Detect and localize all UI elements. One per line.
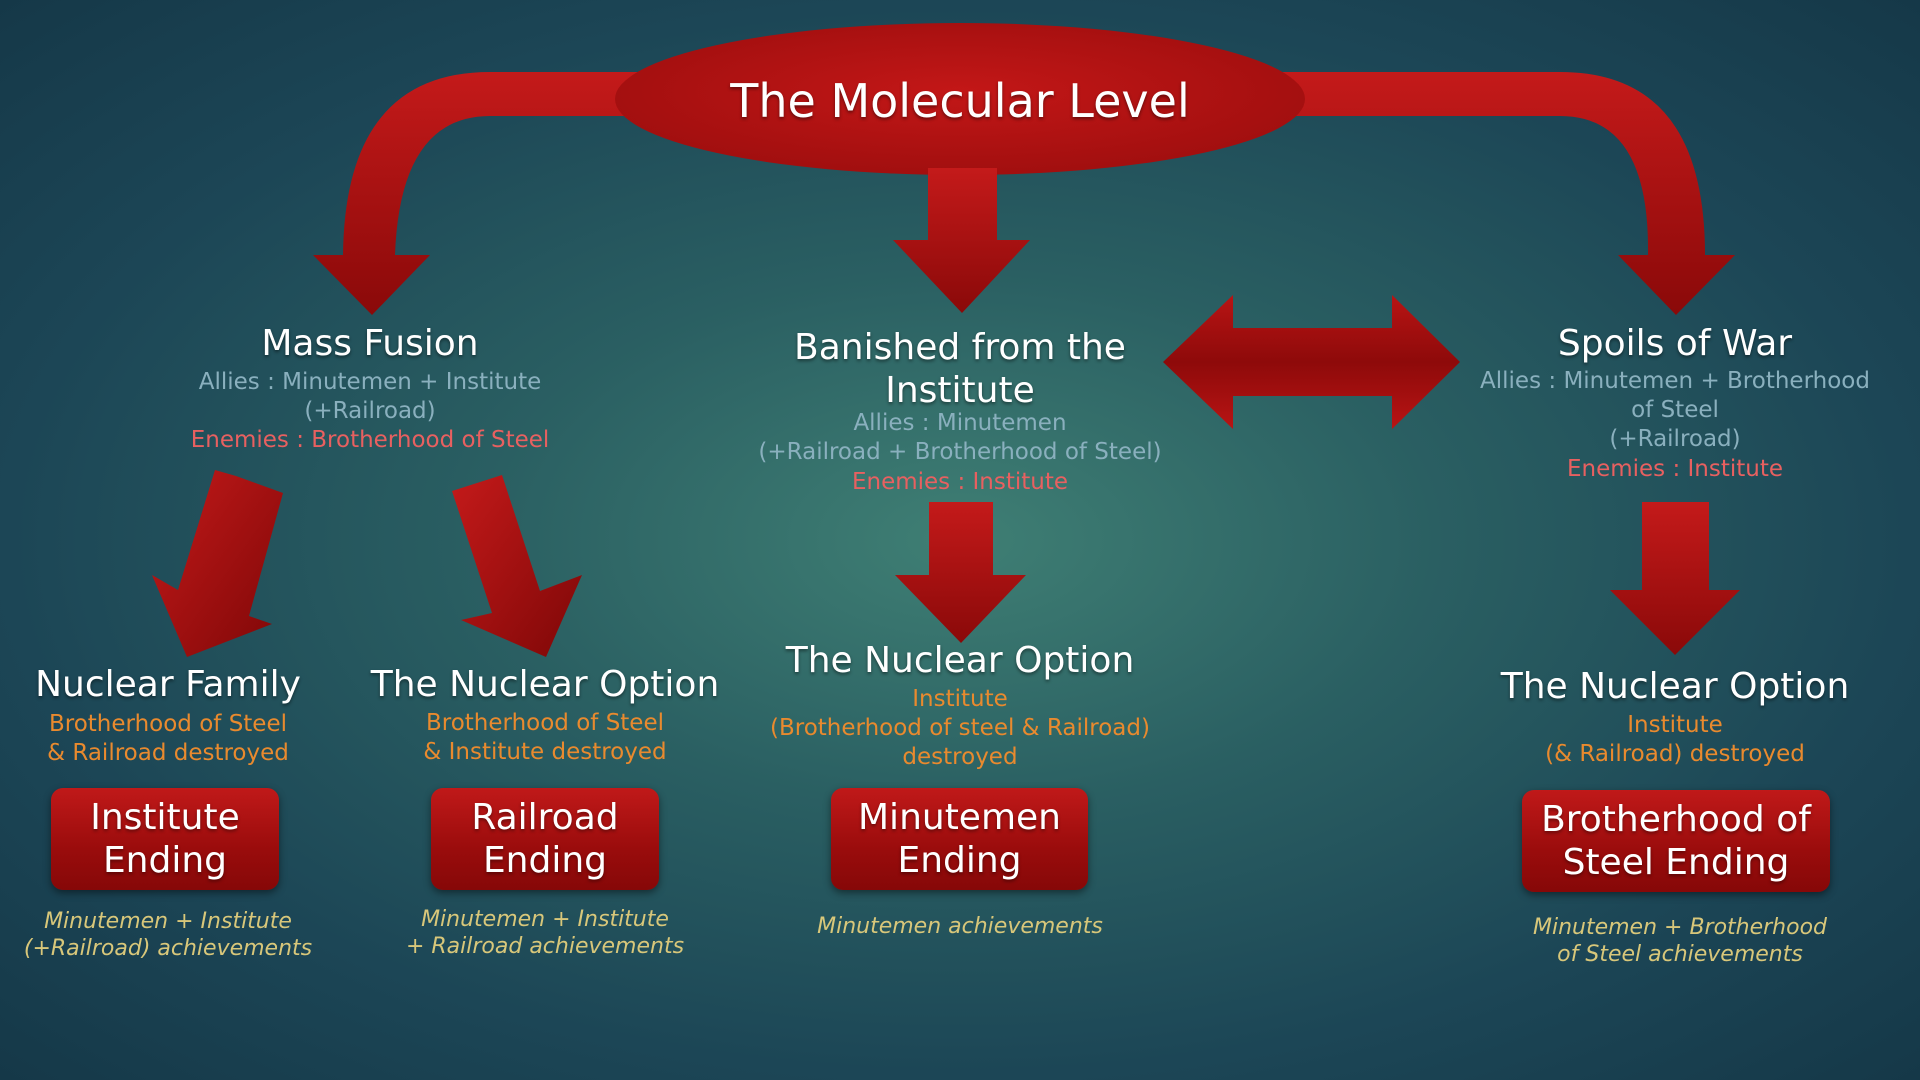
railroad-achievements: Minutemen + Institute + Railroad achieve… [395, 906, 695, 960]
arrow-diag-to-institute [152, 470, 283, 657]
banished-title: Banished from the Institute [760, 326, 1160, 412]
banished-title-line2: Institute [885, 370, 1035, 411]
arrow-down-minutemen [895, 502, 1026, 643]
spoils-allies-line3: (+Railroad) [1609, 426, 1741, 452]
institute-achievements: Minutemen + Institute (+Railroad) achiev… [18, 908, 318, 962]
minutemen-destroyed: Institute (Brotherhood of steel & Railro… [735, 685, 1185, 772]
main-title: The Molecular Level [730, 74, 1190, 128]
institute-ending-label: Institute Ending [90, 797, 240, 881]
railroad-destroyed-line2: & Institute destroyed [423, 739, 667, 765]
brotherhood-destroyed: Institute (& Railroad) destroyed [1495, 711, 1855, 769]
arrow-down-center [893, 168, 1030, 313]
brotherhood-achievements: Minutemen + Brotherhood of Steel achieve… [1495, 914, 1865, 968]
institute-achv-line1: Minutemen + Institute [44, 909, 292, 934]
railroad-destroyed: Brotherhood of Steel & Institute destroy… [395, 709, 695, 767]
minutemen-achv-line1: Minutemen achievements [817, 914, 1103, 939]
brotherhood-achv-line2: of Steel achievements [1557, 942, 1803, 967]
mass-fusion-allies-line2: (+Railroad) [304, 398, 436, 424]
minutemen-achievements: Minutemen achievements [780, 913, 1140, 940]
mass-fusion-enemies: Enemies : Brotherhood of Steel [190, 427, 550, 453]
brotherhood-destroyed-line2: (& Railroad) destroyed [1545, 741, 1805, 767]
minutemen-destroyed-line1: Institute [912, 686, 1008, 712]
curved-arrow-left [313, 72, 660, 315]
railroad-ending-label: Railroad Ending [471, 797, 619, 881]
railroad-ending-box: Railroad Ending [431, 788, 659, 890]
spoils-allies-line1: Allies : Minutemen + Brotherhood [1480, 368, 1870, 394]
spoils-enemies: Enemies : Institute [1566, 456, 1784, 482]
title-ellipse [615, 23, 1305, 175]
double-arrow [1163, 295, 1460, 429]
spoils-allies: Allies : Minutemen + Brotherhood of Stee… [1455, 367, 1895, 454]
banished-enemies: Enemies : Institute [851, 469, 1069, 495]
institute-ending-box: Institute Ending [51, 788, 279, 890]
institute-destroyed-line1: Brotherhood of Steel [48, 711, 288, 737]
mass-fusion-title: Mass Fusion [261, 323, 479, 364]
banished-allies-line2: (+Railroad + Brotherhood of Steel) [758, 439, 1162, 465]
mass-fusion-allies: Allies : Minutemen + Institute (+Railroa… [170, 368, 570, 426]
institute-achv-line2: (+Railroad) achievements [23, 936, 313, 961]
arrow-diag-to-railroad [452, 475, 582, 657]
brotherhood-ending-box: Brotherhood of Steel Ending [1522, 790, 1830, 892]
mass-fusion-allies-line1: Allies : Minutemen + Institute [198, 369, 542, 395]
minutemen-ending-label: Minutemen Ending [858, 797, 1061, 881]
minutemen-destroyed-line3: destroyed [902, 744, 1018, 770]
institute-destroyed-line2: & Railroad destroyed [47, 740, 289, 766]
brotherhood-ending-label: Brotherhood of Steel Ending [1541, 799, 1811, 883]
banished-title-line1: Banished from the [794, 327, 1126, 368]
spoils-title: Spoils of War [1557, 323, 1793, 364]
curved-arrow-right [1260, 72, 1735, 315]
brotherhood-achv-line1: Minutemen + Brotherhood [1532, 915, 1828, 940]
brotherhood-quest-title: The Nuclear Option [1500, 666, 1850, 707]
railroad-quest-title: The Nuclear Option [370, 664, 720, 705]
spoils-allies-line2: of Steel [1631, 397, 1719, 423]
railroad-achv-line2: + Railroad achievements [405, 934, 685, 959]
arrow-down-brotherhood [1610, 502, 1740, 655]
institute-quest-title: Nuclear Family [35, 664, 301, 705]
banished-allies-line1: Allies : Minutemen [853, 410, 1067, 436]
railroad-destroyed-line1: Brotherhood of Steel [425, 710, 665, 736]
banished-allies: Allies : Minutemen (+Railroad + Brotherh… [710, 409, 1210, 467]
minutemen-ending-box: Minutemen Ending [831, 788, 1088, 890]
minutemen-destroyed-line2: (Brotherhood of steel & Railroad) [770, 715, 1150, 741]
railroad-achv-line1: Minutemen + Institute [421, 907, 669, 932]
brotherhood-destroyed-line1: Institute [1627, 712, 1723, 738]
minutemen-quest-title: The Nuclear Option [785, 640, 1135, 681]
institute-destroyed: Brotherhood of Steel & Railroad destroye… [18, 710, 318, 768]
